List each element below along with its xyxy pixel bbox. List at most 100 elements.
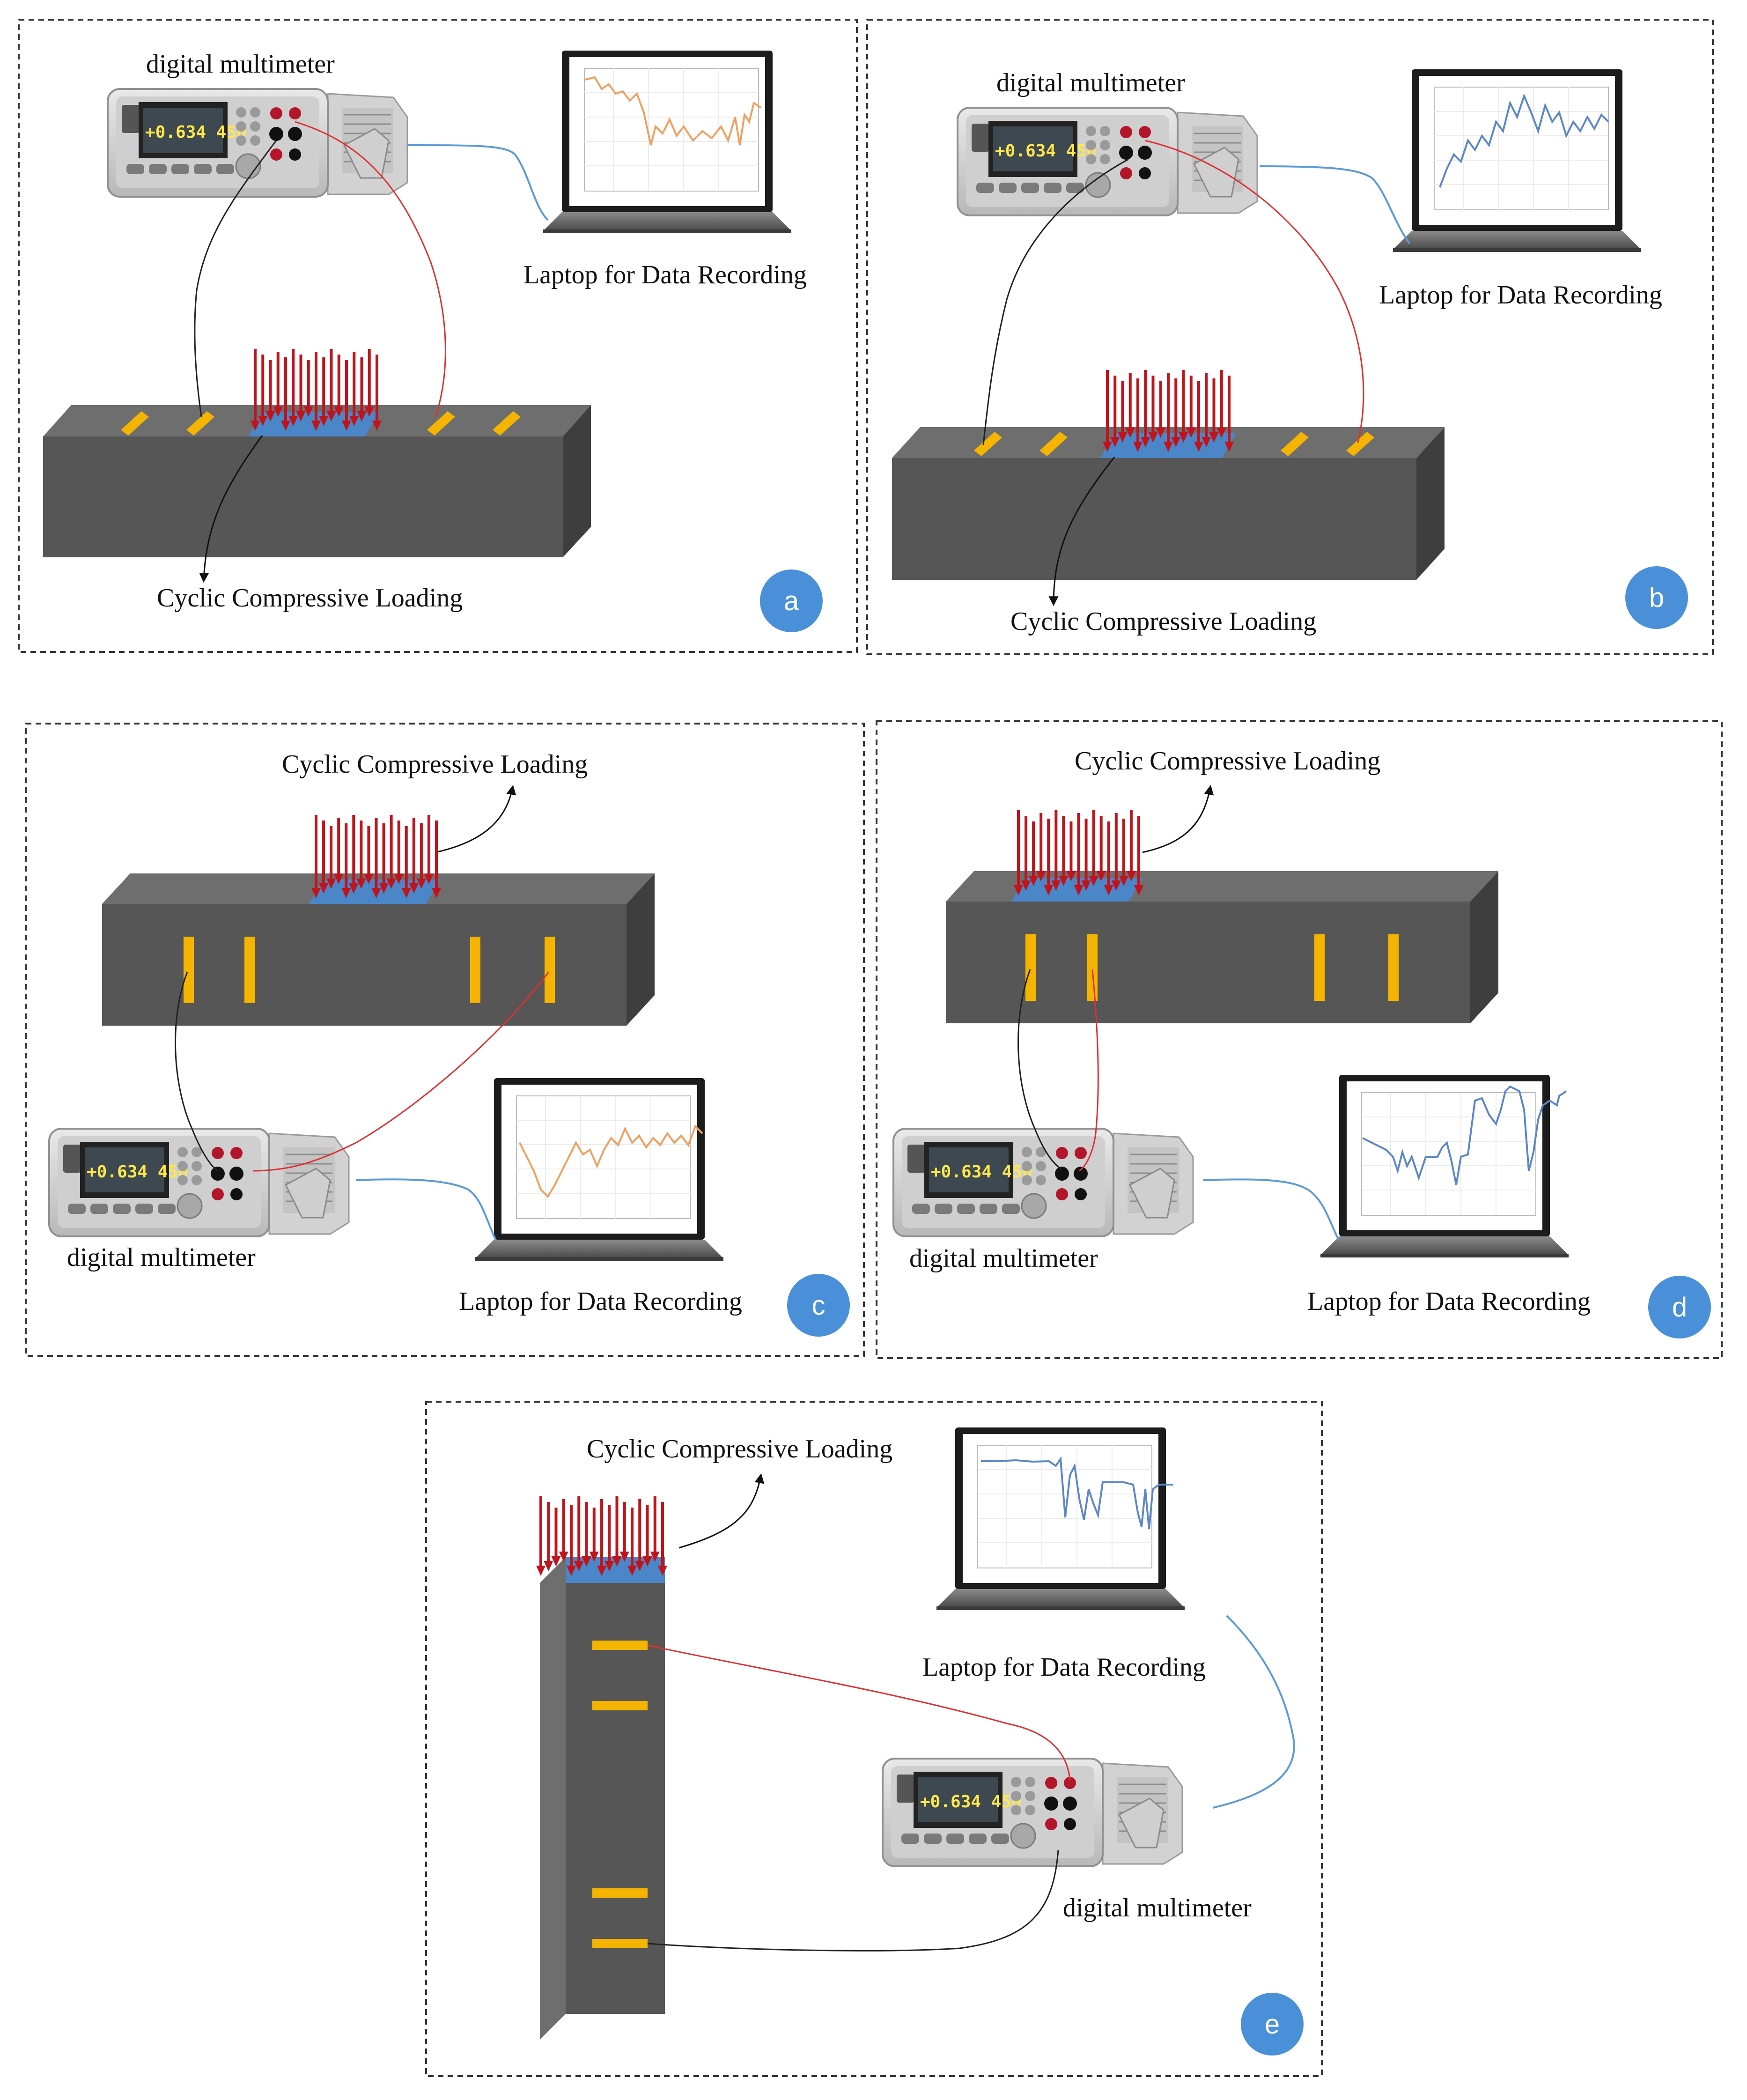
panel-badge-circle — [760, 569, 823, 632]
usb-cable — [1203, 1178, 1340, 1242]
load-arrow — [409, 818, 419, 894]
panel-a: digital multimeter Laptop for Data Recor… — [18, 19, 858, 653]
load-arrow — [341, 823, 351, 898]
load-arrow — [356, 821, 366, 889]
usb-cable — [407, 144, 549, 221]
load-arrow — [544, 1502, 553, 1571]
load-arrow — [364, 349, 374, 417]
load-arrow — [650, 1496, 660, 1562]
load-arrow — [658, 1502, 667, 1576]
load-arrow — [1125, 373, 1135, 438]
load-arrows — [251, 349, 382, 431]
black-wire — [1017, 969, 1061, 1169]
signal-trace — [519, 1124, 703, 1198]
beam-side — [627, 873, 655, 1026]
beam-front — [43, 436, 563, 557]
pointer-arrow — [1142, 784, 1214, 853]
load-arrow — [311, 352, 321, 431]
load-arrow — [371, 818, 381, 898]
panel-d-border — [876, 720, 1723, 1359]
load-arrow — [1110, 376, 1120, 447]
strain-sensor — [121, 411, 521, 436]
panel-badge-circle — [1625, 566, 1688, 629]
red-wire — [295, 121, 446, 417]
load-arrows — [1103, 370, 1234, 452]
load-arrow — [364, 826, 374, 884]
laptop-label: Laptop for Data Recording — [922, 1653, 1206, 1682]
panel-b-border — [866, 19, 1714, 655]
red-wire — [252, 971, 550, 1172]
load-arrow — [1111, 813, 1121, 891]
load-arrow — [1209, 378, 1219, 443]
digital-multimeter — [107, 88, 408, 198]
panel-e: Cyclic Compressive Loading Laptop for Da… — [425, 1401, 1323, 2077]
load-arrow — [612, 1496, 622, 1567]
strain-sensor — [592, 1641, 648, 1948]
load-arrow — [627, 1508, 637, 1576]
usb-cable — [1259, 165, 1410, 244]
black-wire — [175, 971, 218, 1172]
load-arrow — [1171, 378, 1181, 447]
load-arrow — [281, 357, 290, 431]
strain-sensor — [974, 432, 1374, 456]
pointer-arrow — [678, 1473, 765, 1549]
load-arrow — [1096, 816, 1106, 881]
loading-label: Cyclic Compressive Loading — [1075, 747, 1380, 776]
load-arrow — [342, 360, 351, 431]
load-arrow — [1014, 810, 1023, 895]
load-arrow — [401, 826, 411, 898]
load-arrow — [386, 815, 396, 889]
load-arrows — [536, 1496, 667, 1576]
multimeter-label: digital multimeter — [67, 1243, 256, 1272]
panel-badge-label: d — [1672, 1292, 1687, 1323]
load-arrow — [379, 823, 389, 894]
strain-sensor — [1025, 934, 1399, 1001]
beam-side — [1470, 871, 1498, 1023]
panel-badge-circle — [787, 1274, 850, 1337]
load-arrow — [1089, 810, 1098, 886]
panel-badge-label: b — [1649, 583, 1664, 613]
digital-multimeter — [882, 1758, 1183, 1867]
panel-badge-label: a — [784, 586, 799, 616]
load-arrow — [1164, 373, 1173, 452]
load-arrow — [1133, 378, 1143, 452]
multimeter-label: digital multimeter — [996, 68, 1185, 97]
load-arrow — [1202, 373, 1211, 447]
load-arrow — [319, 821, 329, 894]
usb-cable — [1212, 1615, 1295, 1809]
panel-c-border — [25, 723, 865, 1357]
signal-trace — [1362, 1085, 1567, 1185]
load-arrow — [1021, 816, 1031, 891]
panel-badge-circle — [1241, 1993, 1304, 2056]
load-arrow — [1029, 821, 1039, 886]
load-arrow — [619, 1502, 629, 1562]
signal-trace — [585, 76, 762, 146]
loading-label: Cyclic Compressive Loading — [1010, 607, 1316, 636]
laptop-label: Laptop for Data Recording — [1307, 1287, 1591, 1316]
load-arrow — [265, 360, 275, 421]
load-arrow — [1224, 376, 1234, 452]
laptop — [543, 50, 792, 234]
multimeter-label: digital multimeter — [146, 50, 335, 79]
pointer-arrow — [1048, 457, 1115, 606]
load-arrow — [597, 1499, 606, 1576]
column-side — [540, 1557, 566, 2040]
load-arrow — [1074, 813, 1084, 895]
laptop-label: Laptop for Data Recording — [1379, 281, 1662, 310]
load-arrow — [1104, 821, 1113, 895]
load-arrow — [559, 1499, 568, 1562]
digital-multimeter — [957, 107, 1258, 216]
pointer-arrow — [435, 784, 516, 853]
load-arrows — [1014, 810, 1143, 895]
load-arrow — [303, 360, 313, 417]
load-arrow — [1118, 381, 1128, 443]
red-wire — [1079, 969, 1099, 1172]
load-arrow — [604, 1505, 614, 1571]
load-arrow — [589, 1508, 599, 1562]
panel-e-border — [425, 1401, 1323, 2077]
load-arrow — [1186, 376, 1196, 438]
load-arrow — [288, 349, 298, 426]
beam-side — [563, 405, 591, 557]
load-arrow — [1103, 370, 1112, 452]
